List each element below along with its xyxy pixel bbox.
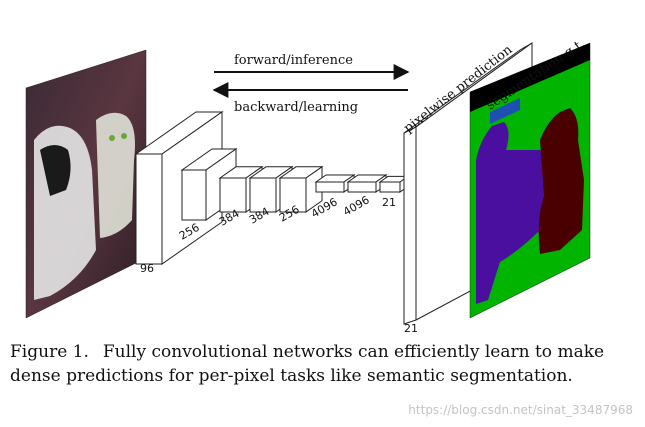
- conv-layer-front: [315, 181, 345, 193]
- conv-layer-front: [379, 181, 401, 193]
- conv-layer-label: 96: [140, 262, 154, 275]
- conv-layer-front: [135, 153, 163, 265]
- fcn-diagram: forward/inference backward/learning 96 25…: [25, 36, 591, 335]
- forward-label: forward/inference: [234, 53, 353, 68]
- conv-layer-front: [279, 177, 307, 213]
- figure-caption: Figure 1.Fully convolutional networks ca…: [10, 340, 638, 388]
- watermark: https://blog.csdn.net/sinat_33487968: [408, 403, 633, 417]
- conv-layer-front: [181, 169, 207, 221]
- conv-layer-front: [249, 177, 277, 213]
- conv-layer-7: 4096: [341, 174, 388, 219]
- conv-layer-5: 256: [277, 165, 324, 225]
- caption-text: Fully convolutional networks can efficie…: [10, 342, 605, 386]
- conv-layer-front: [219, 177, 247, 213]
- caption-label: Figure 1.: [10, 342, 89, 362]
- conv-layer-8: 21: [378, 175, 410, 209]
- conv-layer-label: 4096: [341, 193, 372, 218]
- prediction-channels: 21: [404, 322, 418, 335]
- input-image: [25, 49, 147, 319]
- segmentation-gt: segmentation g.t.: [469, 36, 591, 319]
- conv-layer-label: 21: [382, 196, 396, 209]
- backward-label: backward/learning: [234, 100, 358, 115]
- conv-layer-front: [347, 181, 377, 193]
